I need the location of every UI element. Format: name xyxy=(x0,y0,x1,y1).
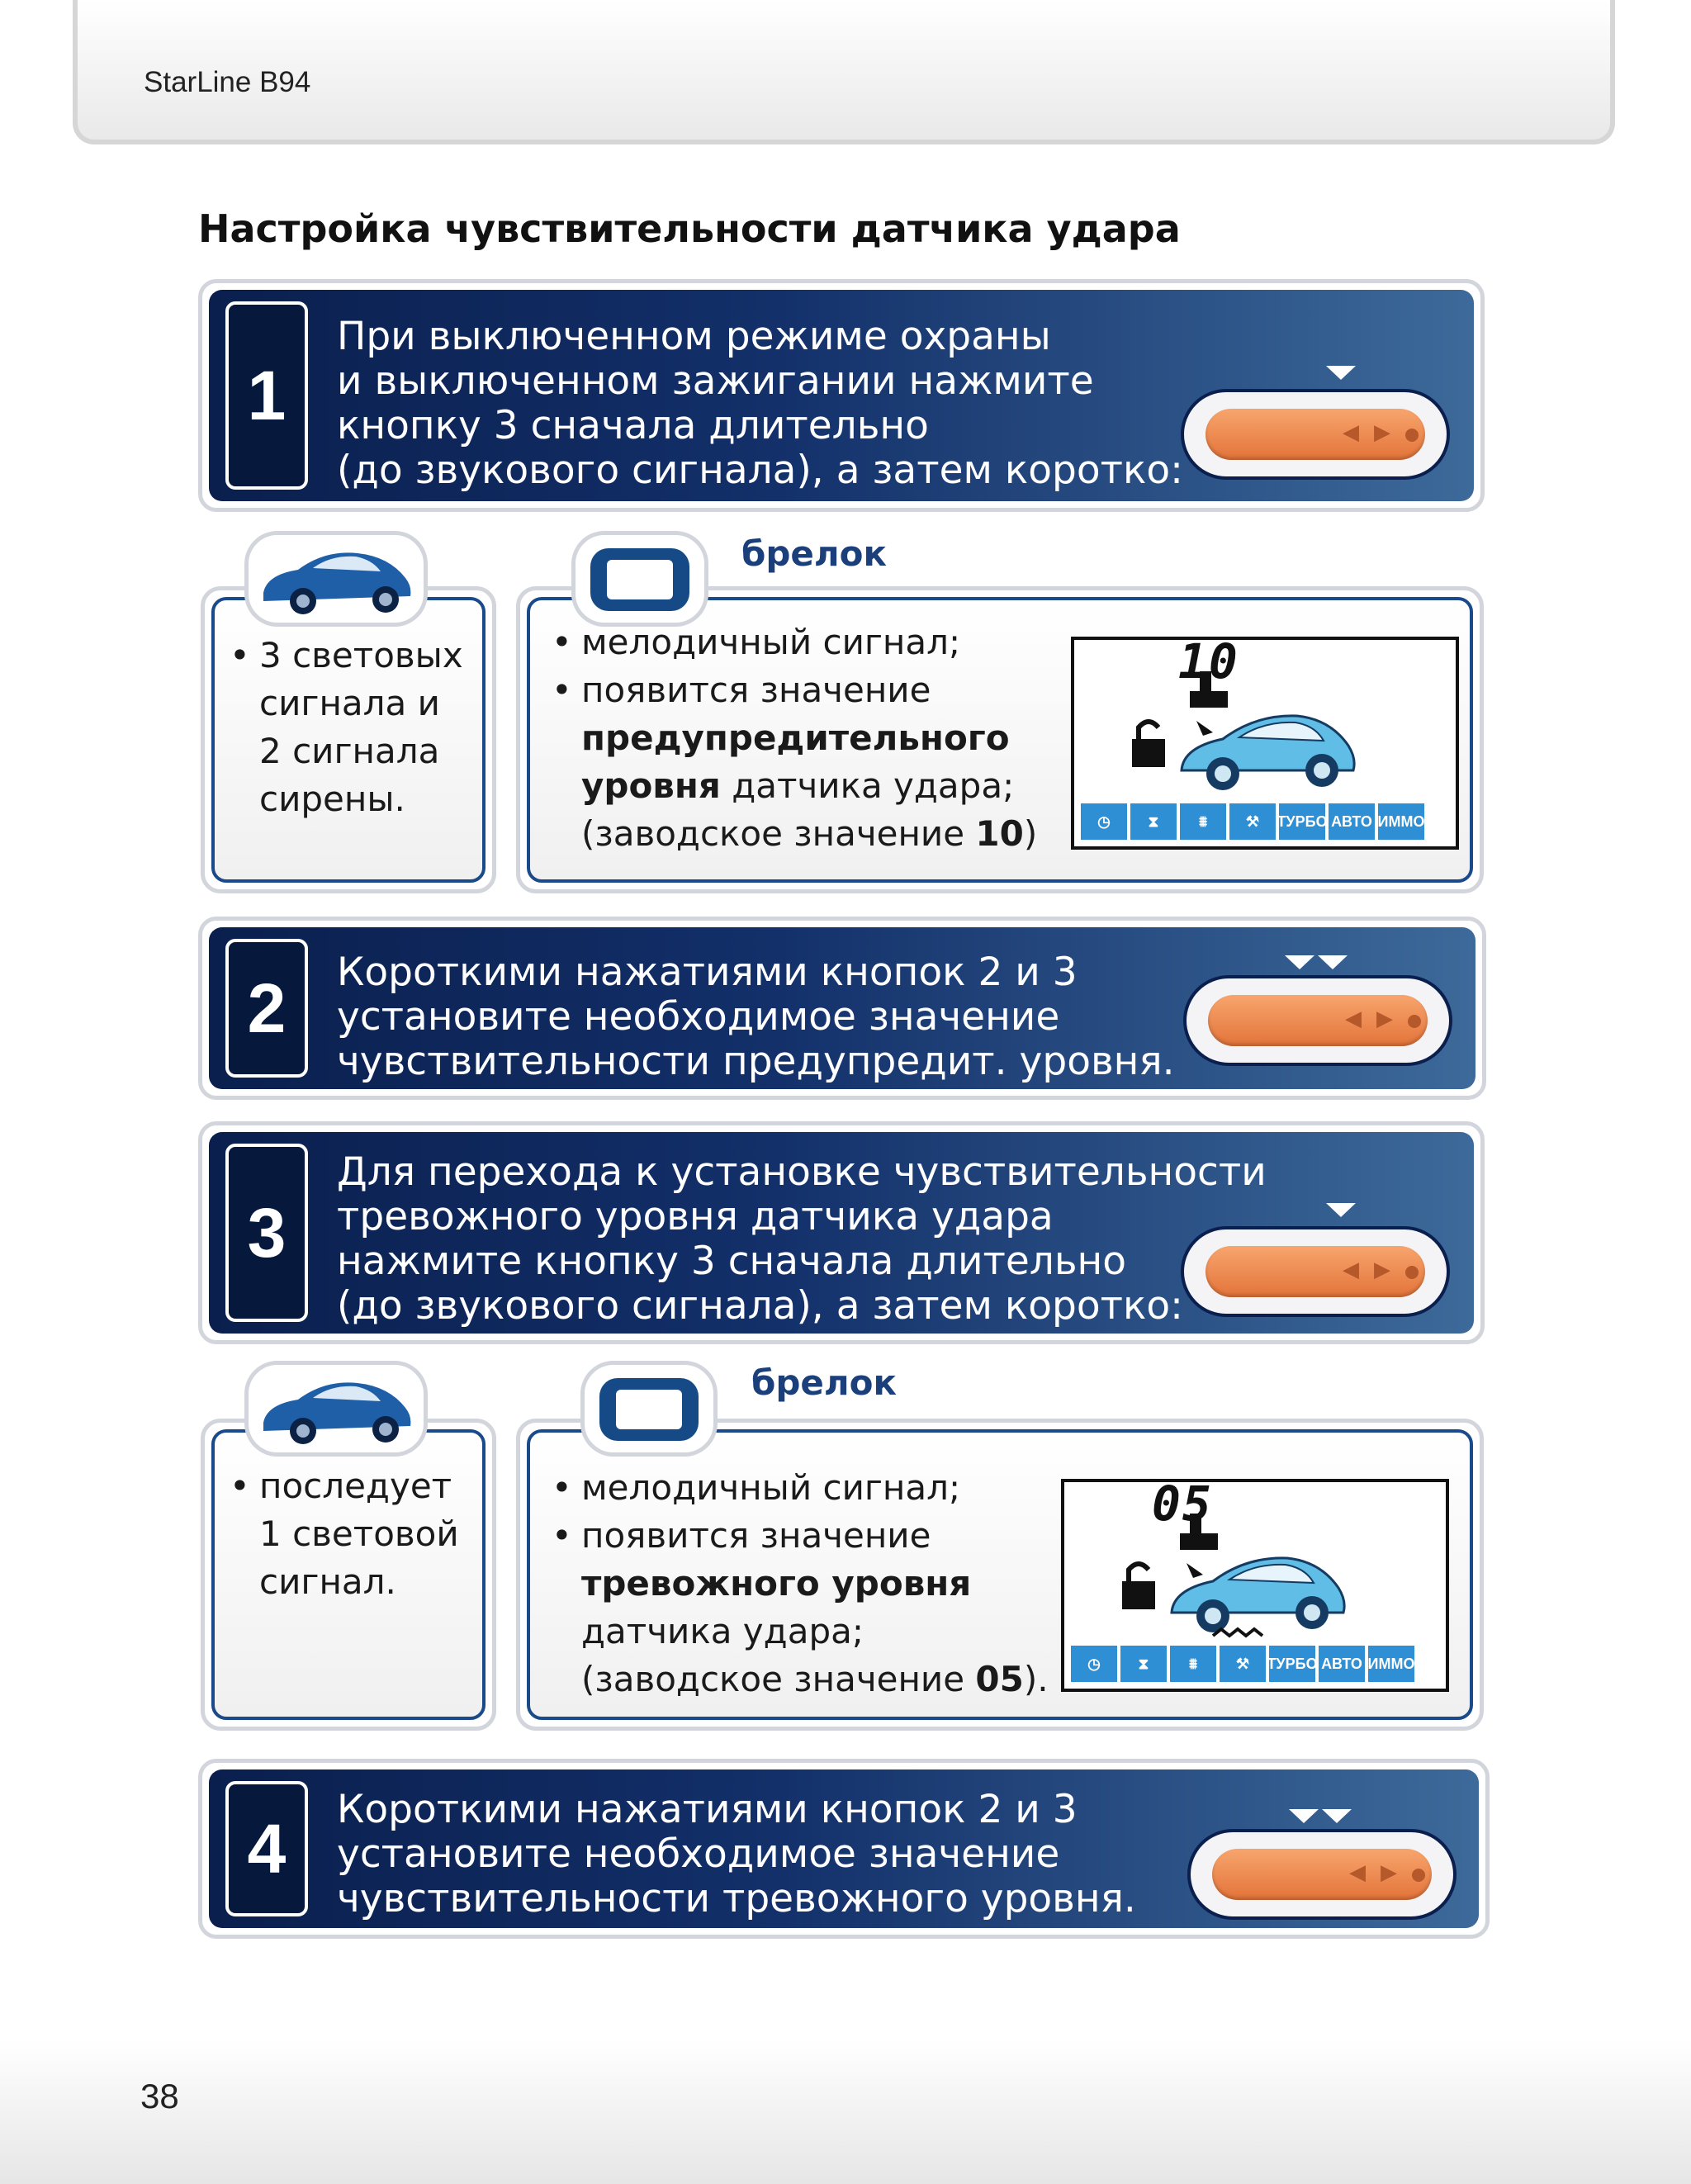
hourglass-icon: ⧗ xyxy=(1120,1646,1167,1682)
remote-button-icon: ◀ ▶ xyxy=(1181,1226,1450,1317)
factory-value: 05 xyxy=(975,1659,1024,1699)
turbo-icon: ТУРБО xyxy=(1277,803,1328,840)
fob-response-panel: мелодичный сигнал; появится значение тре… xyxy=(516,1419,1484,1731)
press-indicator-icon xyxy=(1322,1809,1352,1823)
wrench-icon: ⚒ xyxy=(1229,803,1276,840)
fob-item-bold: тревожного уровня xyxy=(581,1563,972,1604)
shock-sensor-car-icon xyxy=(1122,1514,1346,1638)
clock-icon: ◷ xyxy=(1081,803,1127,840)
car-text-line: сигнала и xyxy=(259,683,440,723)
fob-item: (заводское значение xyxy=(581,813,976,854)
car-icon xyxy=(263,1382,411,1444)
car-text-line: сигнал. xyxy=(259,1561,396,1602)
clock-icon: ◷ xyxy=(1071,1646,1117,1682)
page-header: StarLine B94 xyxy=(73,0,1615,144)
keyfob-icon xyxy=(599,1378,699,1441)
press-indicator-icon xyxy=(1289,1809,1319,1823)
step-text: Короткими нажатиями кнопок 2 и 3 установ… xyxy=(337,950,1175,1084)
page-number: 38 xyxy=(140,2077,179,2115)
lcd-display: 05 ◷ ⧗ ⩩ ⚒ ТУРБО АВТО ИММО xyxy=(1061,1476,1449,1692)
car-response-panel: последует 1 световой сигнал. xyxy=(201,1419,496,1731)
sensor-icon: ⩩ xyxy=(1180,803,1226,840)
step-number: 2 xyxy=(225,939,308,1078)
press-indicator-icon xyxy=(1285,955,1314,969)
footer-band xyxy=(0,2040,1691,2184)
car-response-panel: 3 световых сигнала и 2 сигнала сирены. xyxy=(201,586,496,893)
car-text-line: сирены. xyxy=(259,779,405,819)
car-badge xyxy=(244,1361,428,1457)
car-text-line: 3 световых xyxy=(230,632,463,680)
car-badge xyxy=(244,531,428,627)
fob-item: ). xyxy=(1023,1659,1049,1699)
fob-item: мелодичный сигнал; xyxy=(552,1464,1049,1512)
factory-value: 10 xyxy=(975,813,1024,854)
step-2-banner: 2 Короткими нажатиями кнопок 2 и 3 устан… xyxy=(198,917,1486,1100)
remote-button-icon: ◀ ▶ xyxy=(1183,975,1452,1066)
fob-label: брелок xyxy=(741,533,887,574)
fob-item-bold: уровня xyxy=(581,765,721,806)
fob-badge xyxy=(580,1361,718,1457)
car-text-line: 1 световой xyxy=(259,1514,459,1554)
fob-item: датчика удара; xyxy=(581,1611,864,1651)
immo-icon: ИММО xyxy=(1378,803,1424,840)
fob-label: брелок xyxy=(751,1362,897,1403)
remote-button-icon: ◀ ▶ xyxy=(1181,389,1450,480)
fob-item: ) xyxy=(1023,813,1038,854)
auto-icon: АВТО xyxy=(1319,1646,1365,1682)
shock-sensor-car-icon xyxy=(1132,671,1356,790)
fob-item: мелодичный сигнал; xyxy=(552,618,1037,666)
fob-item: появится значение xyxy=(552,1512,1049,1560)
immo-icon: ИММО xyxy=(1368,1646,1414,1682)
car-text-line: 2 сигнала xyxy=(259,731,440,771)
car-text-line: последует xyxy=(230,1462,459,1510)
step-number: 1 xyxy=(225,301,308,490)
fob-item: появится значение xyxy=(552,666,1037,714)
step-1-banner: 1 При выключенном режиме охраны и выключ… xyxy=(198,279,1485,512)
keyfob-icon xyxy=(590,548,689,611)
step-number: 4 xyxy=(225,1781,308,1916)
fob-item: датчика удара; xyxy=(720,765,1015,806)
step-text: Короткими нажатиями кнопок 2 и 3 установ… xyxy=(337,1787,1136,1921)
step-3-banner: 3 Для перехода к установке чувствительно… xyxy=(198,1121,1485,1344)
hourglass-icon: ⧗ xyxy=(1130,803,1177,840)
turbo-icon: ТУРБО xyxy=(1267,1646,1318,1682)
step-number: 3 xyxy=(225,1144,308,1322)
wrench-icon: ⚒ xyxy=(1220,1646,1266,1682)
auto-icon: АВТО xyxy=(1329,803,1375,840)
lcd-display: 10 ◷ ⧗ ⩩ ⚒ ТУРБО АВТО ИММО xyxy=(1071,633,1459,850)
fob-badge xyxy=(571,531,708,627)
section-title: Настройка чувствительности датчика удара xyxy=(198,206,1181,251)
remote-button-icon: ◀ ▶ xyxy=(1187,1829,1457,1920)
sensor-icon: ⩩ xyxy=(1170,1646,1216,1682)
step-text: При выключенном режиме охраны и выключен… xyxy=(337,314,1184,493)
car-icon xyxy=(263,552,411,614)
fob-response-panel: мелодичный сигнал; появится значение пре… xyxy=(516,586,1484,893)
press-indicator-icon xyxy=(1318,955,1348,969)
step-text: Для перехода к установке чувствительност… xyxy=(337,1149,1267,1329)
fob-item: (заводское значение xyxy=(581,1659,976,1699)
header-title: StarLine B94 xyxy=(144,66,311,98)
step-4-banner: 4 Короткими нажатиями кнопок 2 и 3 устан… xyxy=(198,1759,1490,1939)
press-indicator-icon xyxy=(1326,1203,1356,1217)
lcd-icon-strip: ◷ ⧗ ⩩ ⚒ ТУРБО АВТО ИММО xyxy=(1081,803,1424,840)
lcd-icon-strip: ◷ ⧗ ⩩ ⚒ ТУРБО АВТО ИММО xyxy=(1071,1646,1414,1682)
fob-item-bold: предупредительного xyxy=(581,718,1010,758)
press-indicator-icon xyxy=(1326,366,1356,380)
